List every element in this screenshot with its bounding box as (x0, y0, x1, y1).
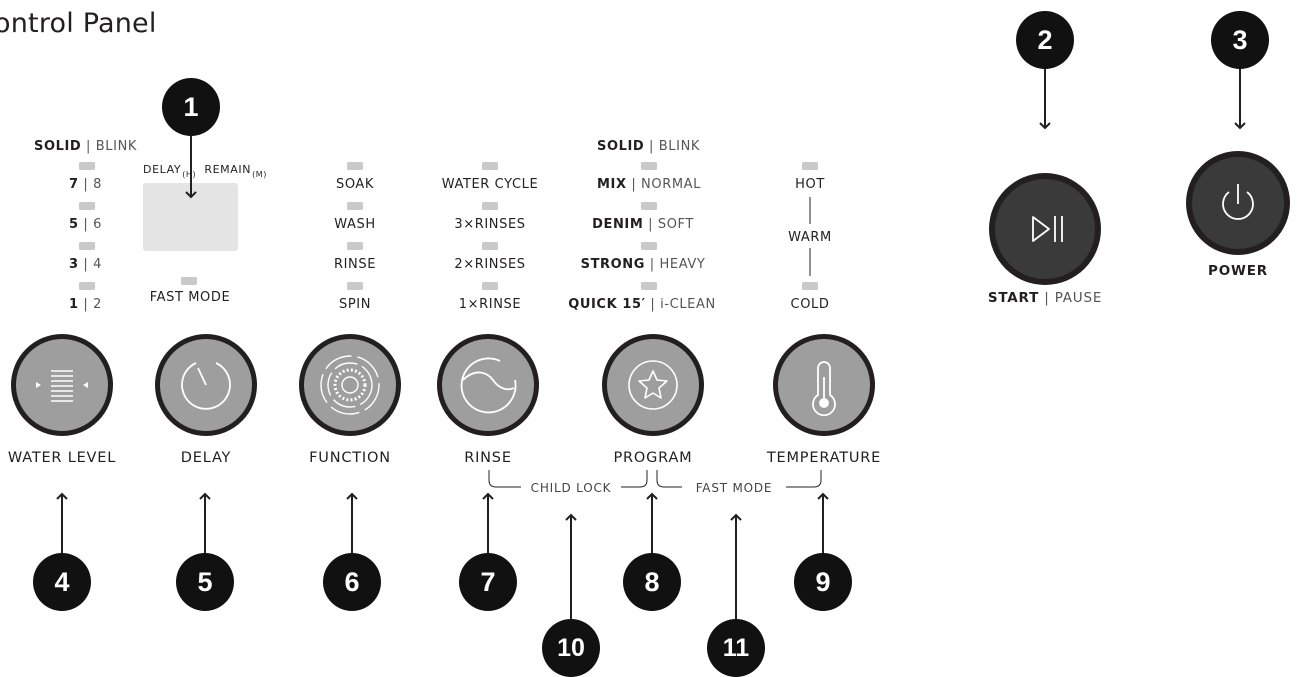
program-button-label: PROGRAM (613, 450, 693, 466)
page-title: ontrol Panel (0, 8, 157, 39)
led-rinse (347, 242, 363, 250)
start-pause-button[interactable] (989, 173, 1101, 285)
child-lock-label: CHILD LOCK (525, 481, 617, 495)
callout-10: 10 (542, 619, 600, 677)
play-pause-icon (1032, 216, 1063, 242)
led-spin (347, 282, 363, 290)
fast-mode-indicator-label: FAST MODE (149, 290, 231, 305)
led-temp-hot (802, 162, 818, 170)
function-spin: SPIN (338, 297, 372, 312)
water-level-button[interactable] (11, 334, 113, 436)
thermometer-icon (812, 361, 836, 417)
led-3-rinses (482, 202, 498, 210)
callout-7: 7 (459, 553, 517, 611)
function-rinse: RINSE (333, 257, 377, 272)
delay-button-label: DELAY (180, 450, 232, 466)
led-water-level-1 (79, 162, 95, 170)
led-1-rinse (482, 282, 498, 290)
function-wash: WASH (334, 217, 376, 232)
led-temp-cold (802, 282, 818, 290)
led-program-3 (641, 242, 657, 250)
function-button-label: FUNCTION (309, 450, 391, 466)
program-row-1: MIX | NORMAL (596, 177, 702, 192)
rinse-water-cycle: WATER CYCLE (441, 177, 539, 192)
led-fast-mode (181, 277, 197, 285)
program-button[interactable] (602, 334, 704, 436)
program-legend: SOLID | BLINK (597, 139, 701, 154)
drum-icon (320, 355, 380, 415)
timer-icon (181, 362, 231, 410)
led-water-level-3 (79, 242, 95, 250)
program-row-2: DENIM | SOFT (592, 217, 694, 232)
led-program-4 (641, 282, 657, 290)
water-level-row-2: 5 | 6 (69, 217, 102, 232)
led-water-cycle (482, 162, 498, 170)
water-level-row-1: 7 | 8 (69, 177, 102, 192)
callout-1: 1 (162, 78, 220, 136)
program-row-3: STRONG | HEAVY (580, 257, 706, 272)
led-program-2 (641, 202, 657, 210)
water-level-row-3: 3 | 4 (69, 257, 102, 272)
star-icon (628, 360, 678, 410)
rinse-3-rinses: 3×RINSES (454, 217, 526, 232)
led-water-level-4 (79, 282, 95, 290)
temperature-button[interactable] (773, 334, 875, 436)
rinse-button[interactable] (437, 334, 539, 436)
legend-solid: SOLID (34, 139, 82, 154)
led-program-1 (641, 162, 657, 170)
rinse-wave-icon (460, 357, 517, 414)
function-soak: SOAK (335, 177, 375, 192)
rinse-2-rinses: 2×RINSES (454, 257, 526, 272)
legend-blink: BLINK (95, 139, 138, 154)
callout-5: 5 (176, 553, 234, 611)
function-button[interactable] (299, 334, 401, 436)
water-level-row-4: 1 | 2 (69, 297, 102, 312)
temp-warm: WARM (788, 230, 832, 245)
power-button-label: POWER (1208, 263, 1268, 279)
callout-3: 3 (1211, 11, 1269, 69)
water-level-legend: SOLID | BLINK (34, 139, 138, 154)
start-pause-label: START | PAUSE (987, 290, 1103, 306)
led-soak (347, 162, 363, 170)
power-button[interactable] (1186, 151, 1290, 255)
rinse-1-rinse: 1×RINSE (458, 297, 522, 312)
fast-mode-combo-label: FAST MODE (690, 481, 778, 495)
callout-6: 6 (323, 553, 381, 611)
water-level-button-label: WATER LEVEL (7, 450, 117, 466)
temperature-button-label: TEMPERATURE (766, 450, 882, 466)
temp-cold: COLD (790, 297, 830, 312)
callout-11: 11 (707, 619, 765, 677)
power-icon (1222, 184, 1254, 220)
led-water-level-2 (79, 202, 95, 210)
callout-2: 2 (1016, 11, 1074, 69)
temp-hot: HOT (795, 177, 825, 192)
delay-display-label: DELAY(H) REMAIN(M) (143, 163, 268, 179)
callout-9: 9 (794, 553, 852, 611)
water-level-icon (51, 370, 73, 402)
delay-button[interactable] (155, 334, 257, 436)
led-wash (347, 202, 363, 210)
callout-8: 8 (623, 553, 681, 611)
led-2-rinses (482, 242, 498, 250)
callout-4: 4 (33, 553, 91, 611)
rinse-button-label: RINSE (464, 450, 512, 466)
program-row-4: QUICK 15′ | i-CLEAN (568, 297, 716, 312)
